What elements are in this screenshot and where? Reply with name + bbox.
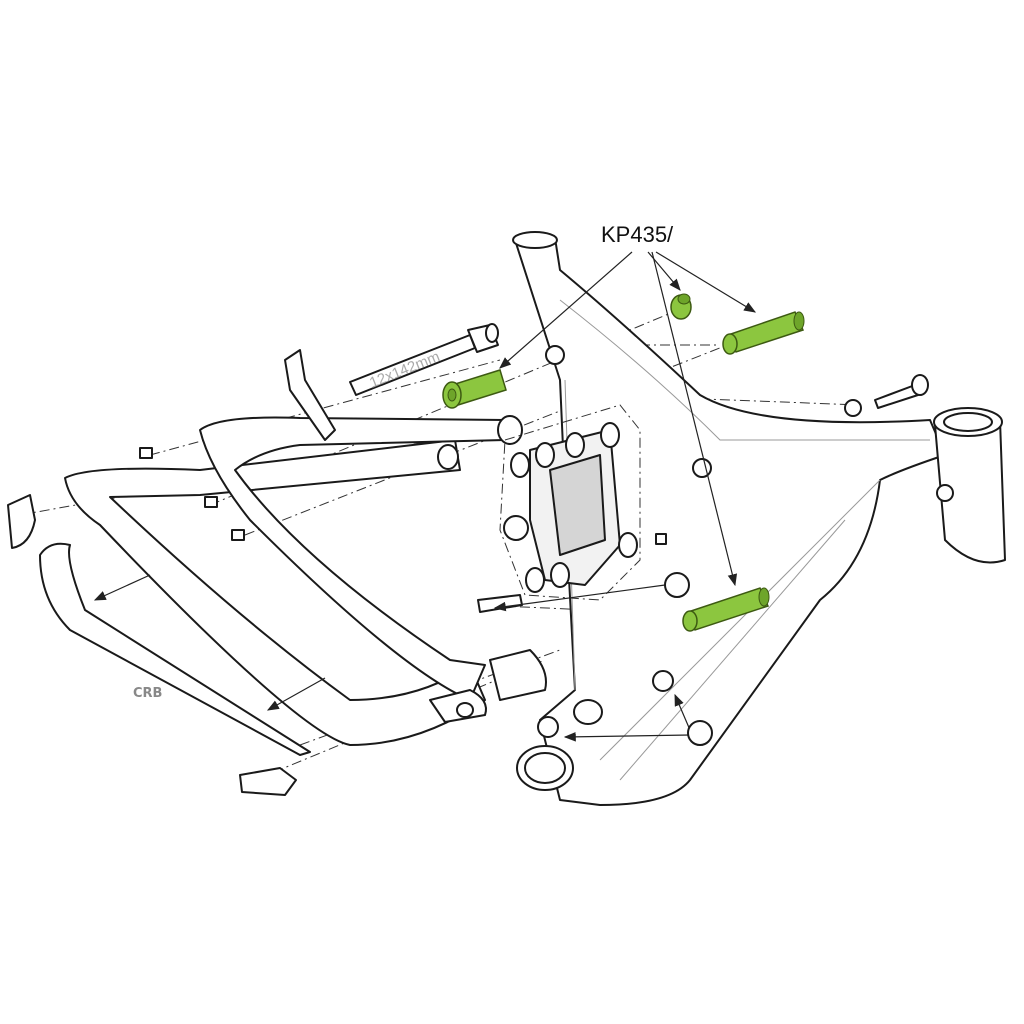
derailleur-hanger (7, 494, 36, 549)
screw (204, 496, 218, 508)
screw (655, 533, 667, 545)
chainstay-protector (39, 542, 311, 756)
dropout-right (489, 649, 547, 701)
cable-port (936, 484, 954, 502)
green-pivot-axle-upper (722, 311, 805, 355)
seatstay-pivot (497, 415, 523, 445)
green-pivot-bolt (442, 369, 507, 409)
callout-arrows (93, 251, 757, 742)
highlighted-parts (442, 293, 805, 632)
pivot-upper (545, 345, 565, 365)
seat-tube-top (512, 231, 558, 249)
protector-end-piece (239, 767, 297, 796)
green-pivot-cap (670, 293, 692, 320)
rear-triangle (64, 415, 547, 746)
pivot-lower (573, 699, 603, 725)
callout-circles (503, 515, 713, 746)
brake-mount (284, 349, 336, 441)
protector-code-label: CRB (133, 686, 162, 701)
washer (844, 399, 862, 417)
washer-lower (652, 670, 674, 692)
head-tube (934, 419, 1006, 564)
rocker-link (499, 404, 641, 601)
pivot-top-tube (692, 458, 712, 478)
stay-pivot (437, 444, 459, 470)
frame-body (514, 237, 946, 806)
seatstay-arm (199, 416, 506, 701)
part-number-label: KP435/ (601, 222, 674, 247)
green-pivot-axle-lower (682, 587, 770, 632)
pin (477, 594, 523, 613)
chainstay-seatstay (64, 439, 486, 746)
screw (139, 447, 153, 459)
washer-bb (537, 716, 559, 738)
screw (231, 529, 245, 541)
main-frame (512, 231, 1006, 806)
